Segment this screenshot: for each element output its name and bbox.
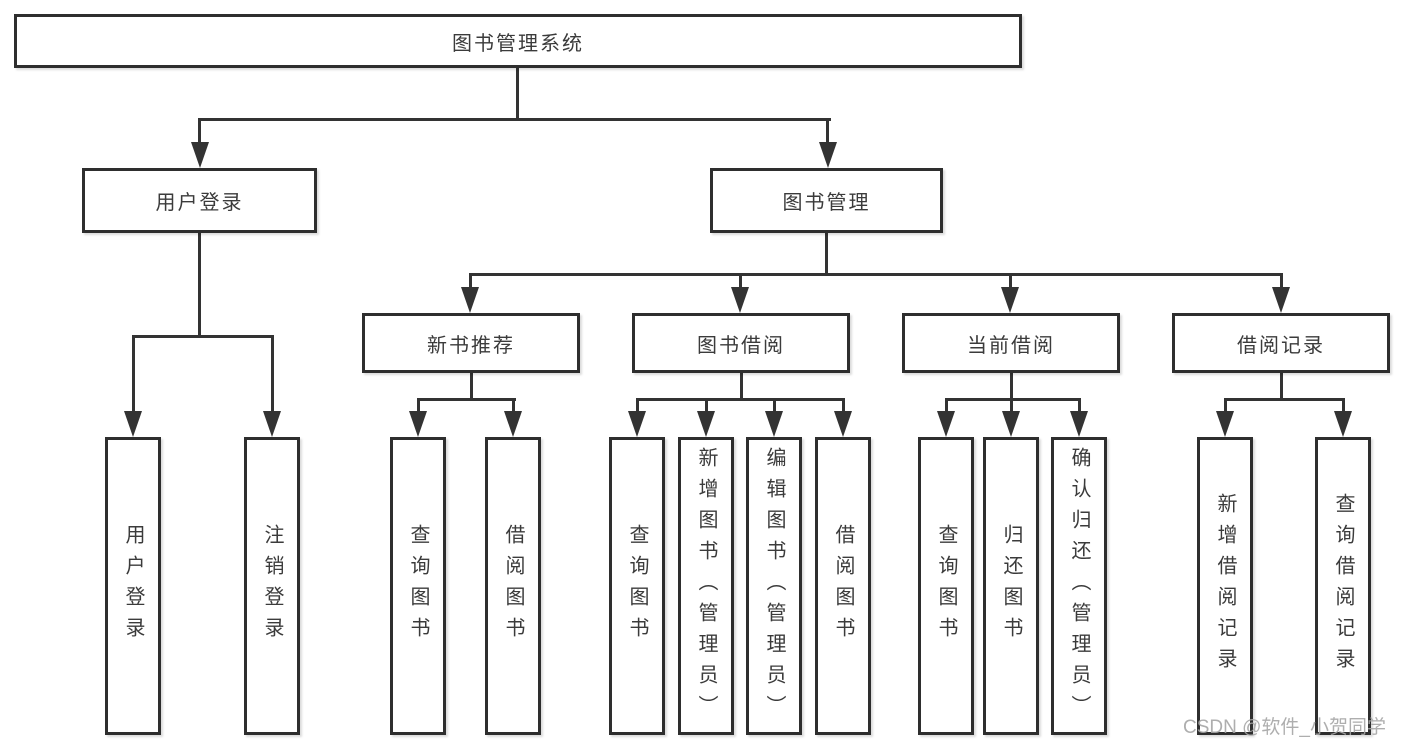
connector-rail-level3: [469, 273, 1283, 276]
connector-vline-new-book-down: [470, 371, 473, 400]
node-book-management: 图书管理: [710, 168, 943, 233]
leaf-bb-query-books-label: 查询图书: [626, 524, 648, 648]
connector-vline-user-login: [198, 118, 201, 150]
arrow-down-bb-leaf2: [697, 411, 715, 437]
connector-vline-current-borrow: [1009, 273, 1012, 295]
node-current-borrow: 当前借阅: [902, 313, 1120, 373]
arrow-down-bb-leaf4: [834, 411, 852, 437]
node-book-borrow-label: 图书借阅: [697, 334, 785, 357]
node-borrow-records: 借阅记录: [1172, 313, 1390, 373]
arrow-down-bb-leaf1: [628, 411, 646, 437]
connector-vline-user-login-down: [198, 231, 201, 337]
leaf-bb-add-books-admin: 新增图书（管理员）: [678, 437, 734, 735]
connector-vline-book-borrow-down: [740, 371, 743, 400]
arrow-down-book-management: [819, 142, 837, 168]
connector-vline-bb-leaf1: [636, 398, 639, 414]
arrow-down-br-leaf1: [1216, 411, 1234, 437]
leaf-user-login-label: 用户登录: [122, 524, 144, 648]
leaf-cb-return-books: 归还图书: [983, 437, 1039, 735]
connector-rail-level2: [198, 118, 831, 121]
leaf-br-query-record-label: 查询借阅记录: [1332, 493, 1354, 679]
arrow-down-cb-leaf2: [1002, 411, 1020, 437]
node-book-management-label: 图书管理: [782, 192, 871, 214]
leaf-nb-query-books-label: 查询图书: [407, 524, 429, 648]
arrow-down-leaf-logout: [263, 411, 281, 437]
leaf-cb-confirm-return-admin-label: 确认归还（管理员）: [1068, 446, 1090, 726]
connector-vline-borrow-records: [1280, 273, 1283, 295]
arrow-down-current-borrow: [1001, 287, 1019, 313]
connector-rail-new-book: [417, 398, 516, 401]
node-book-borrow: 图书借阅: [632, 313, 850, 373]
node-new-book-recommend-label: 新书推荐: [427, 334, 515, 357]
connector-rail-current-borrow: [945, 398, 1081, 401]
connector-vline-cb-leaf2: [1010, 398, 1013, 414]
connector-vline-bb-leaf3: [773, 398, 776, 414]
node-new-book-recommend: 新书推荐: [362, 313, 580, 373]
leaf-cb-confirm-return-admin: 确认归还（管理员）: [1051, 437, 1107, 735]
connector-vline-bb-leaf4: [842, 398, 845, 414]
connector-vline-br-leaf2: [1342, 398, 1345, 414]
node-current-borrow-label: 当前借阅: [967, 334, 1055, 357]
connector-vline-root: [516, 66, 519, 120]
connector-vline-cb-leaf1: [945, 398, 948, 414]
csdn-watermark: CSDN @软件_小贺同学: [1183, 717, 1386, 738]
arrow-down-cb-leaf1: [937, 411, 955, 437]
connector-vline-cb-leaf3: [1078, 398, 1081, 414]
connector-vline-current-borrow-down: [1010, 371, 1013, 400]
connector-vline-br-leaf1: [1224, 398, 1227, 414]
connector-vline-nb-leaf1: [417, 398, 420, 414]
arrow-down-br-leaf2: [1334, 411, 1352, 437]
connector-vline-leaf-logout: [271, 335, 274, 413]
arrow-down-nb-leaf2: [504, 411, 522, 437]
node-user-login: 用户登录: [82, 168, 317, 233]
leaf-cb-query-books-label: 查询图书: [935, 524, 957, 648]
connector-vline-new-book: [469, 273, 472, 295]
connector-vline-book-management: [826, 118, 829, 150]
leaf-bb-borrow-books: 借阅图书: [815, 437, 871, 735]
leaf-logout: 注销登录: [244, 437, 300, 735]
leaf-br-add-record: 新增借阅记录: [1197, 437, 1253, 735]
arrow-down-nb-leaf1: [409, 411, 427, 437]
connector-vline-bb-leaf2: [705, 398, 708, 414]
arrow-down-new-book: [461, 287, 479, 313]
connector-vline-leaf-login: [132, 335, 135, 413]
arrow-down-book-borrow: [731, 287, 749, 313]
leaf-cb-query-books: 查询图书: [918, 437, 974, 735]
connector-vline-book-borrow: [739, 273, 742, 295]
leaf-nb-borrow-books: 借阅图书: [485, 437, 541, 735]
leaf-nb-query-books: 查询图书: [390, 437, 446, 735]
leaf-user-login: 用户登录: [105, 437, 161, 735]
connector-vline-borrow-records-down: [1280, 371, 1283, 400]
leaf-cb-return-books-label: 归还图书: [1000, 524, 1022, 648]
connector-vline-nb-leaf2: [512, 398, 515, 414]
leaf-bb-edit-books-admin-label: 编辑图书（管理员）: [763, 446, 785, 726]
arrow-down-leaf-login: [124, 411, 142, 437]
leaf-bb-borrow-books-label: 借阅图书: [832, 524, 854, 648]
leaf-logout-label: 注销登录: [261, 524, 283, 648]
connector-rail-borrow-records: [1224, 398, 1345, 401]
connector-rail-user-login: [132, 335, 274, 338]
arrow-down-user-login: [191, 142, 209, 168]
leaf-bb-add-books-admin-label: 新增图书（管理员）: [695, 446, 717, 726]
node-root-label: 图书管理系统: [452, 32, 584, 55]
leaf-bb-query-books: 查询图书: [609, 437, 665, 735]
node-borrow-records-label: 借阅记录: [1237, 334, 1325, 357]
leaf-br-query-record: 查询借阅记录: [1315, 437, 1371, 735]
node-root: 图书管理系统: [14, 14, 1022, 68]
leaf-bb-edit-books-admin: 编辑图书（管理员）: [746, 437, 802, 735]
arrow-down-borrow-records: [1272, 287, 1290, 313]
arrow-down-bb-leaf3: [765, 411, 783, 437]
arrow-down-cb-leaf3: [1070, 411, 1088, 437]
leaf-nb-borrow-books-label: 借阅图书: [502, 524, 524, 648]
connector-vline-book-management-down: [825, 231, 828, 275]
connector-rail-book-borrow: [636, 398, 845, 401]
node-user-login-label: 用户登录: [155, 192, 244, 214]
leaf-br-add-record-label: 新增借阅记录: [1214, 493, 1236, 679]
